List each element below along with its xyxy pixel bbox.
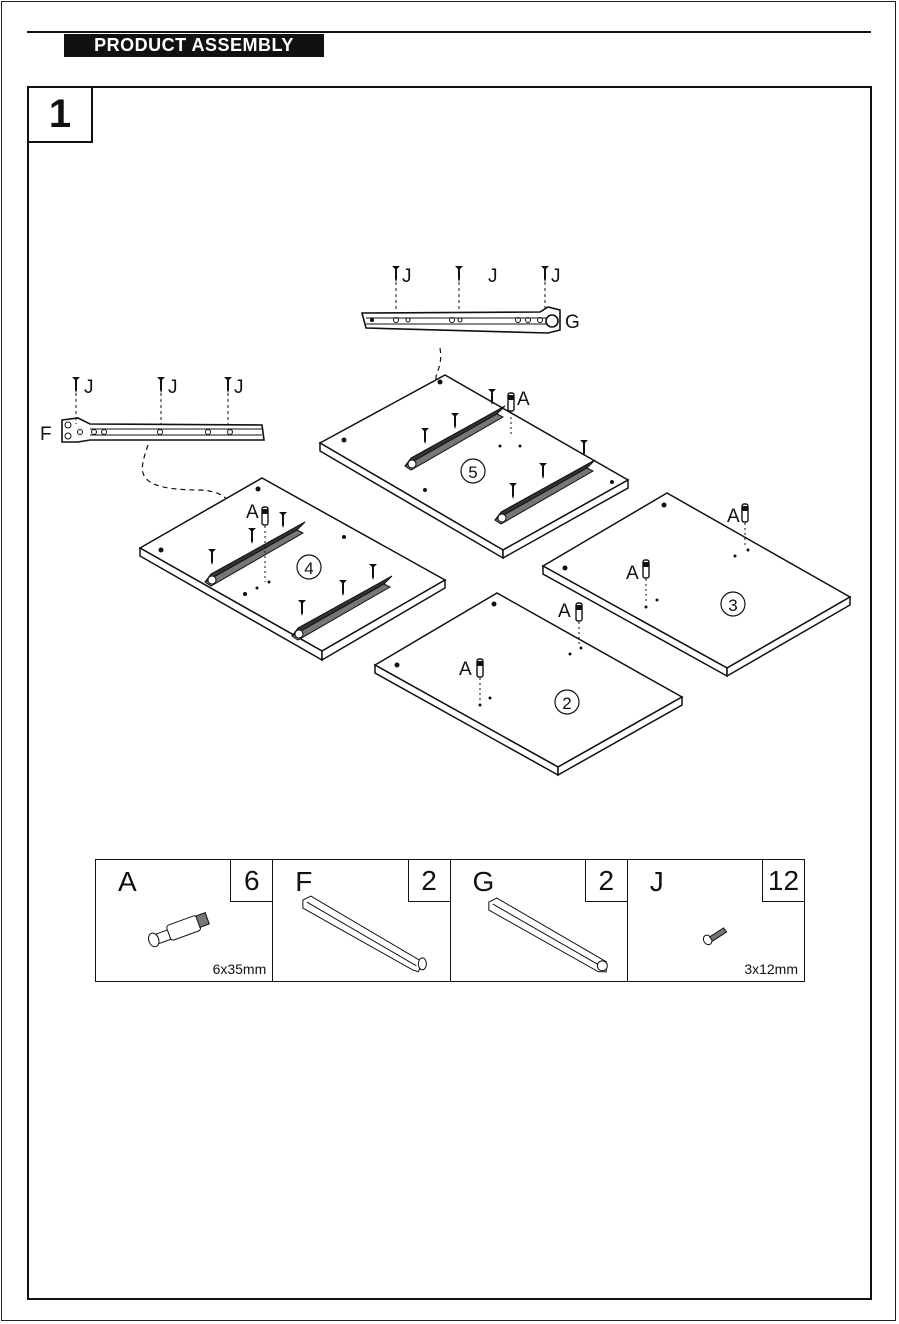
callout-a: A [558,601,571,622]
screws-rail-g [392,266,549,312]
screws-rail-f [72,377,232,424]
callout-a: A [246,502,259,523]
callout-j: J [168,377,178,398]
callout-j: J [488,266,498,287]
panel-number-2: 2 [562,694,571,713]
part-cell-g: G 2 [451,860,628,981]
parts-table: A 6 6x35mm F 2 G 2 J 12 [95,859,805,982]
callout-a: A [517,389,530,410]
panel-number-5: 5 [468,463,477,482]
callout-a: A [459,659,472,680]
drawer-rail-icon [451,860,627,981]
callout-j: J [551,266,561,287]
rail-f [62,418,264,442]
part-size: 3x12mm [744,961,798,977]
part-cell-f: F 2 [273,860,450,981]
part-size: 6x35mm [213,961,267,977]
callout-g: G [565,312,580,333]
callout-j: J [402,266,412,287]
callout-a: A [626,563,639,584]
callout-j: J [234,377,244,398]
panel-number-4: 4 [304,559,313,578]
callout-f: F [40,424,52,445]
panel-4 [140,478,445,660]
part-cell-j: J 12 3x12mm [628,860,804,981]
part-cell-a: A 6 6x35mm [96,860,273,981]
drawer-rail-icon [273,860,449,981]
callout-j: J [84,377,94,398]
panel-number-3: 3 [728,596,737,615]
callout-a: A [727,506,740,527]
rail-g [362,307,560,333]
